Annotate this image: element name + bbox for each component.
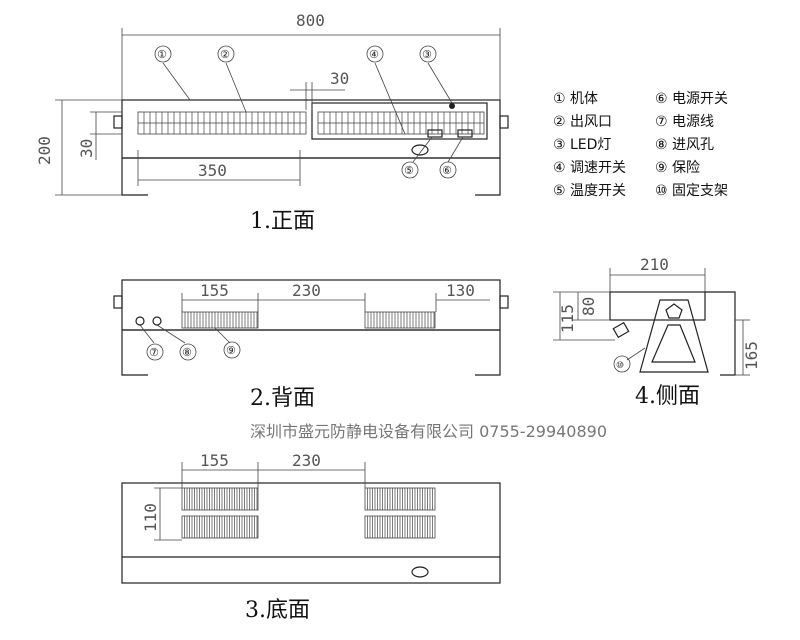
bottom-dim-230: 230 [292, 451, 321, 470]
back-intake-grille-middle [364, 311, 436, 329]
legend-item: ⑩ 固定支架 [655, 183, 728, 199]
front-right-knob [499, 115, 509, 129]
intake-hole [152, 316, 162, 326]
front-dim-height: 200 [35, 136, 54, 165]
led-icon [449, 103, 455, 109]
callout-7: ⑦ [149, 346, 159, 359]
bottom-caption: 3.底面 [245, 598, 310, 623]
back-caption: 2.背面 [250, 386, 315, 411]
callout-4: ④ [369, 48, 379, 61]
legend-item: ② 出风口 [553, 114, 612, 130]
bracket-pentagon-icon [665, 303, 683, 319]
front-dim-gap: 30 [330, 69, 349, 88]
callout-10: ⑩ [616, 361, 624, 371]
callout-9: ⑨ [226, 344, 236, 357]
bottom-grille-right [364, 487, 436, 539]
callout-3: ③ [422, 48, 432, 61]
front-caption: 1.正面 [250, 209, 315, 234]
front-left-knob [113, 115, 123, 129]
side-dim-115: 115 [558, 304, 577, 333]
back-dim-155: 155 [200, 281, 229, 300]
front-outlet-grille [137, 111, 307, 135]
front-body [121, 99, 501, 159]
side-view: 210 115 80 165 ⑩ 4.侧面 [553, 255, 761, 409]
back-dim-130: 130 [446, 281, 475, 300]
callout-2: ② [220, 48, 230, 61]
callout-8: ⑧ [182, 346, 192, 359]
side-dim-210: 210 [640, 255, 669, 274]
callout-1: ① [157, 48, 167, 61]
bottom-dim-110: 110 [141, 503, 160, 532]
company-info: 深圳市盛元防静电设备有限公司 0755-29940890 [250, 422, 607, 441]
legend-item: ⑦ 电源线 [655, 114, 714, 130]
side-dim-80: 80 [579, 297, 598, 316]
bottom-knob [411, 566, 429, 578]
temp-switch [427, 129, 443, 138]
callout-5: ⑤ [404, 164, 414, 177]
front-panel-grille [317, 111, 485, 135]
bottom-grille-left [181, 487, 259, 539]
legend-item: ③ LED灯 [553, 137, 611, 153]
bottom-body [121, 482, 501, 584]
bottom-dim-155: 155 [200, 451, 229, 470]
side-bracket [705, 291, 736, 376]
bottom-view: 155 230 110 3.底面 [121, 451, 501, 623]
legend-item: ⑨ 保险 [655, 160, 700, 176]
front-left-leg [121, 158, 148, 196]
side-body [609, 291, 706, 321]
power-switch [457, 129, 473, 138]
front-view: 800 30 [35, 11, 509, 234]
power-cord-port [135, 316, 145, 326]
legend-item: ⑥ 电源开关 [655, 91, 728, 107]
speed-knob [411, 144, 429, 156]
legend: ① 机体 ⑥ 电源开关 ② 出风口 ⑦ 电源线 ③ LED灯 ⑧ 进风孔 ④ 调速开关 ⑨ 保… [553, 91, 728, 199]
front-control-panel [311, 102, 488, 140]
front-right-leg [475, 158, 501, 196]
legend-item: ⑧ 进风孔 [655, 137, 714, 153]
side-dim-165: 165 [742, 341, 761, 370]
back-dim-230: 230 [292, 281, 321, 300]
back-view: 155 230 130 ⑦ ⑧ ⑨ 2.背面 [113, 279, 509, 411]
back-intake-grille-left [181, 311, 259, 329]
legend-item: ④ 调速开关 [553, 160, 626, 176]
front-dim-span: 350 [198, 161, 227, 180]
side-caption: 4.侧面 [635, 384, 700, 409]
legend-item: ① 机体 [553, 91, 598, 107]
front-dim-inner: 30 [77, 139, 96, 158]
callout-6: ⑥ [442, 164, 452, 177]
legend-item: ⑤ 温度开关 [553, 183, 626, 199]
fixing-bracket [639, 299, 709, 373]
front-dim-length: 800 [296, 11, 325, 30]
